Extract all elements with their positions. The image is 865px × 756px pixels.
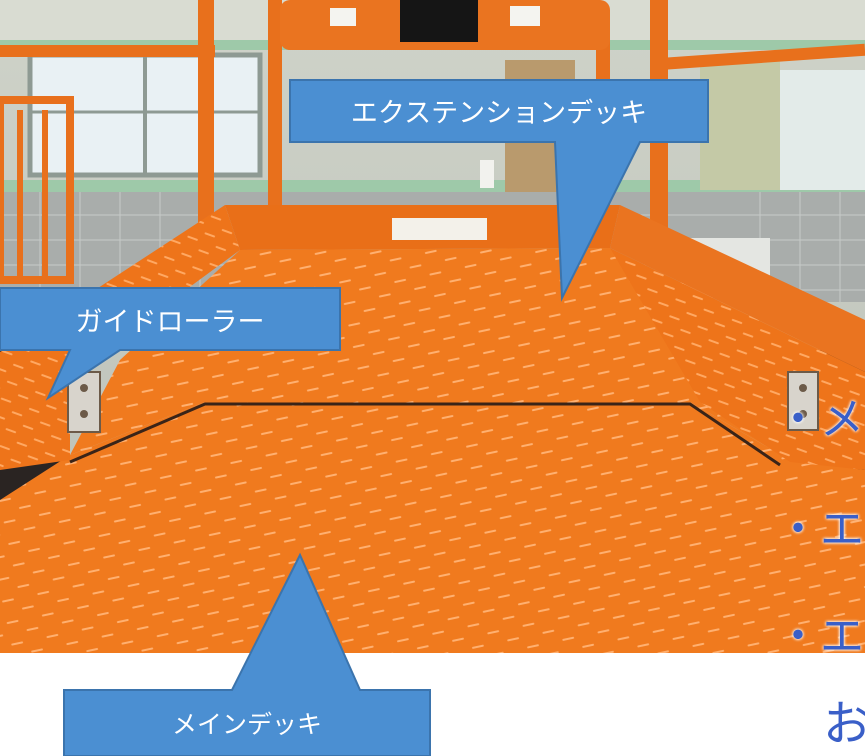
main-deck-callout-shape (63, 552, 431, 756)
guide-roller-label: ガイドローラー (75, 306, 265, 338)
side-text-line-4: お (823, 696, 865, 752)
extension-deck-callout-shape (289, 79, 709, 302)
side-text-line-3: ・エ (776, 611, 864, 662)
main-deck-label: メインデッキ (171, 710, 322, 739)
side-text-line-2: ・エ (776, 504, 864, 555)
side-text-line-1: ・メ (776, 394, 864, 445)
extension-deck-label: エクステンションデッキ (350, 97, 648, 129)
guide-roller-callout-shape (0, 287, 341, 401)
